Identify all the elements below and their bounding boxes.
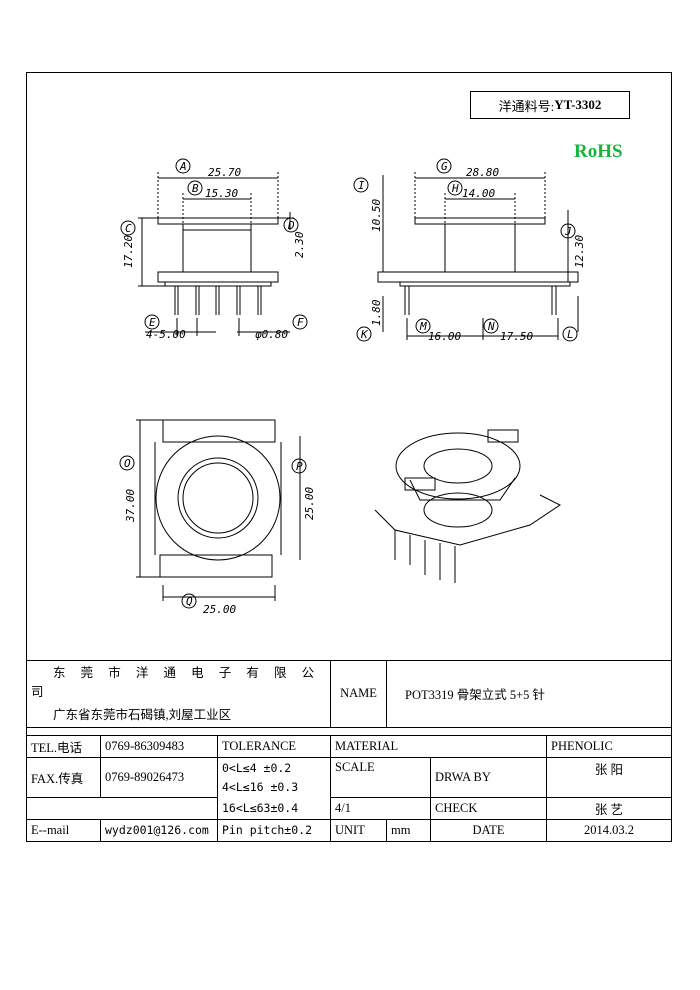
unit-label: UNIT [330,818,387,843]
tolerance-pin-pitch: Pin pitch±0.2 [217,818,331,843]
email-label: E--mail [26,818,101,843]
label-G: G [441,160,448,173]
tolerance-range-3: 16<L≤63±0.4 [217,797,331,820]
title-block: 东 莞 市 洋 通 电 子 有 限 公 司 NAME POT3319 骨架立式 … [26,660,672,843]
date-label: DATE [430,818,547,843]
label-L: L [567,328,574,341]
material-value: PHENOLIC [546,734,672,758]
dim-I-value: 10.50 [370,199,383,232]
label-J: J [564,225,572,238]
label-M: M [419,320,427,333]
check-label: CHECK [430,796,547,820]
company-name: 东 莞 市 洋 通 电 子 有 限 公 司 [31,666,321,700]
dim-K-value: 1.80 [370,299,383,326]
company-address: 广东省东莞市石碣镇,刘屋工业区 [53,708,232,723]
label-P: P [296,460,303,473]
scale-label: SCALE [330,756,431,778]
drawn-by-value: 张 阳 [546,756,672,798]
front-view [138,172,294,336]
label-I: I [358,179,365,192]
label-O: O [124,457,131,470]
tolerance-range-2: 4<L≤16 ±0.3 [217,777,331,798]
dim-B-value: 15.30 [205,187,238,200]
dim-M-value: 16.00 [428,330,461,343]
label-N: N [487,320,495,333]
name-label: NAME [330,660,387,728]
dim-C-value: 17.20 [122,235,135,268]
date-value: 2014.03.2 [546,818,672,843]
dim-N-value: 17.50 [500,330,533,343]
isometric-view [374,429,561,583]
tolerance-range-1: 0<L≤4 ±0.2 [217,756,331,778]
label-B: B [192,182,199,195]
fax-value: 0769-89026473 [100,756,218,798]
tel-label: TEL.电话 [26,734,101,758]
part-number-box: 洋通料号: YT-3302 [470,91,630,119]
side-view [377,172,579,340]
tel-value: 0769-86309483 [100,734,218,758]
label-Q: Q [186,595,193,608]
unit-value: mm [386,818,431,843]
part-number-value: YT-3302 [554,97,602,112]
check-value: 张 艺 [546,796,672,820]
drawing-frame [26,72,672,842]
dim-H-value: 14.00 [462,187,495,200]
dim-P-value: 25.00 [303,487,316,520]
label-H: H [451,182,459,195]
name-value: POT3319 骨架立式 5+5 针 [386,660,672,728]
drawn-by-label: DRWA BY [430,756,547,798]
email-value: wydz001@126.com [100,818,218,843]
dim-F-value: φ0.80 [255,328,288,341]
scale-value: 4/1 [330,796,431,820]
material-label: MATERIAL [330,734,547,758]
dim-O-value: 37.00 [124,489,137,523]
dim-G-value: 28.80 [466,166,499,179]
tolerance-label: TOLERANCE [217,734,331,758]
top-view [136,419,301,601]
label-E: E [149,316,156,329]
label-A: A [179,160,187,173]
label-D: D [287,219,295,232]
label-C: C [125,222,132,235]
dim-Q-value: 25.00 [203,603,236,616]
dim-E-value: 4-5.00 [146,328,186,341]
dim-A-value: 25.70 [208,166,241,179]
rohs-mark: RoHS [574,141,623,162]
label-K: K [360,328,369,341]
label-F: F [297,316,304,329]
fax-label: FAX.传真 [26,756,101,798]
dim-D-value: 2.30 [293,231,306,258]
dim-J-value: 12.30 [573,235,586,268]
part-number-label: 洋通料号: [498,98,555,114]
